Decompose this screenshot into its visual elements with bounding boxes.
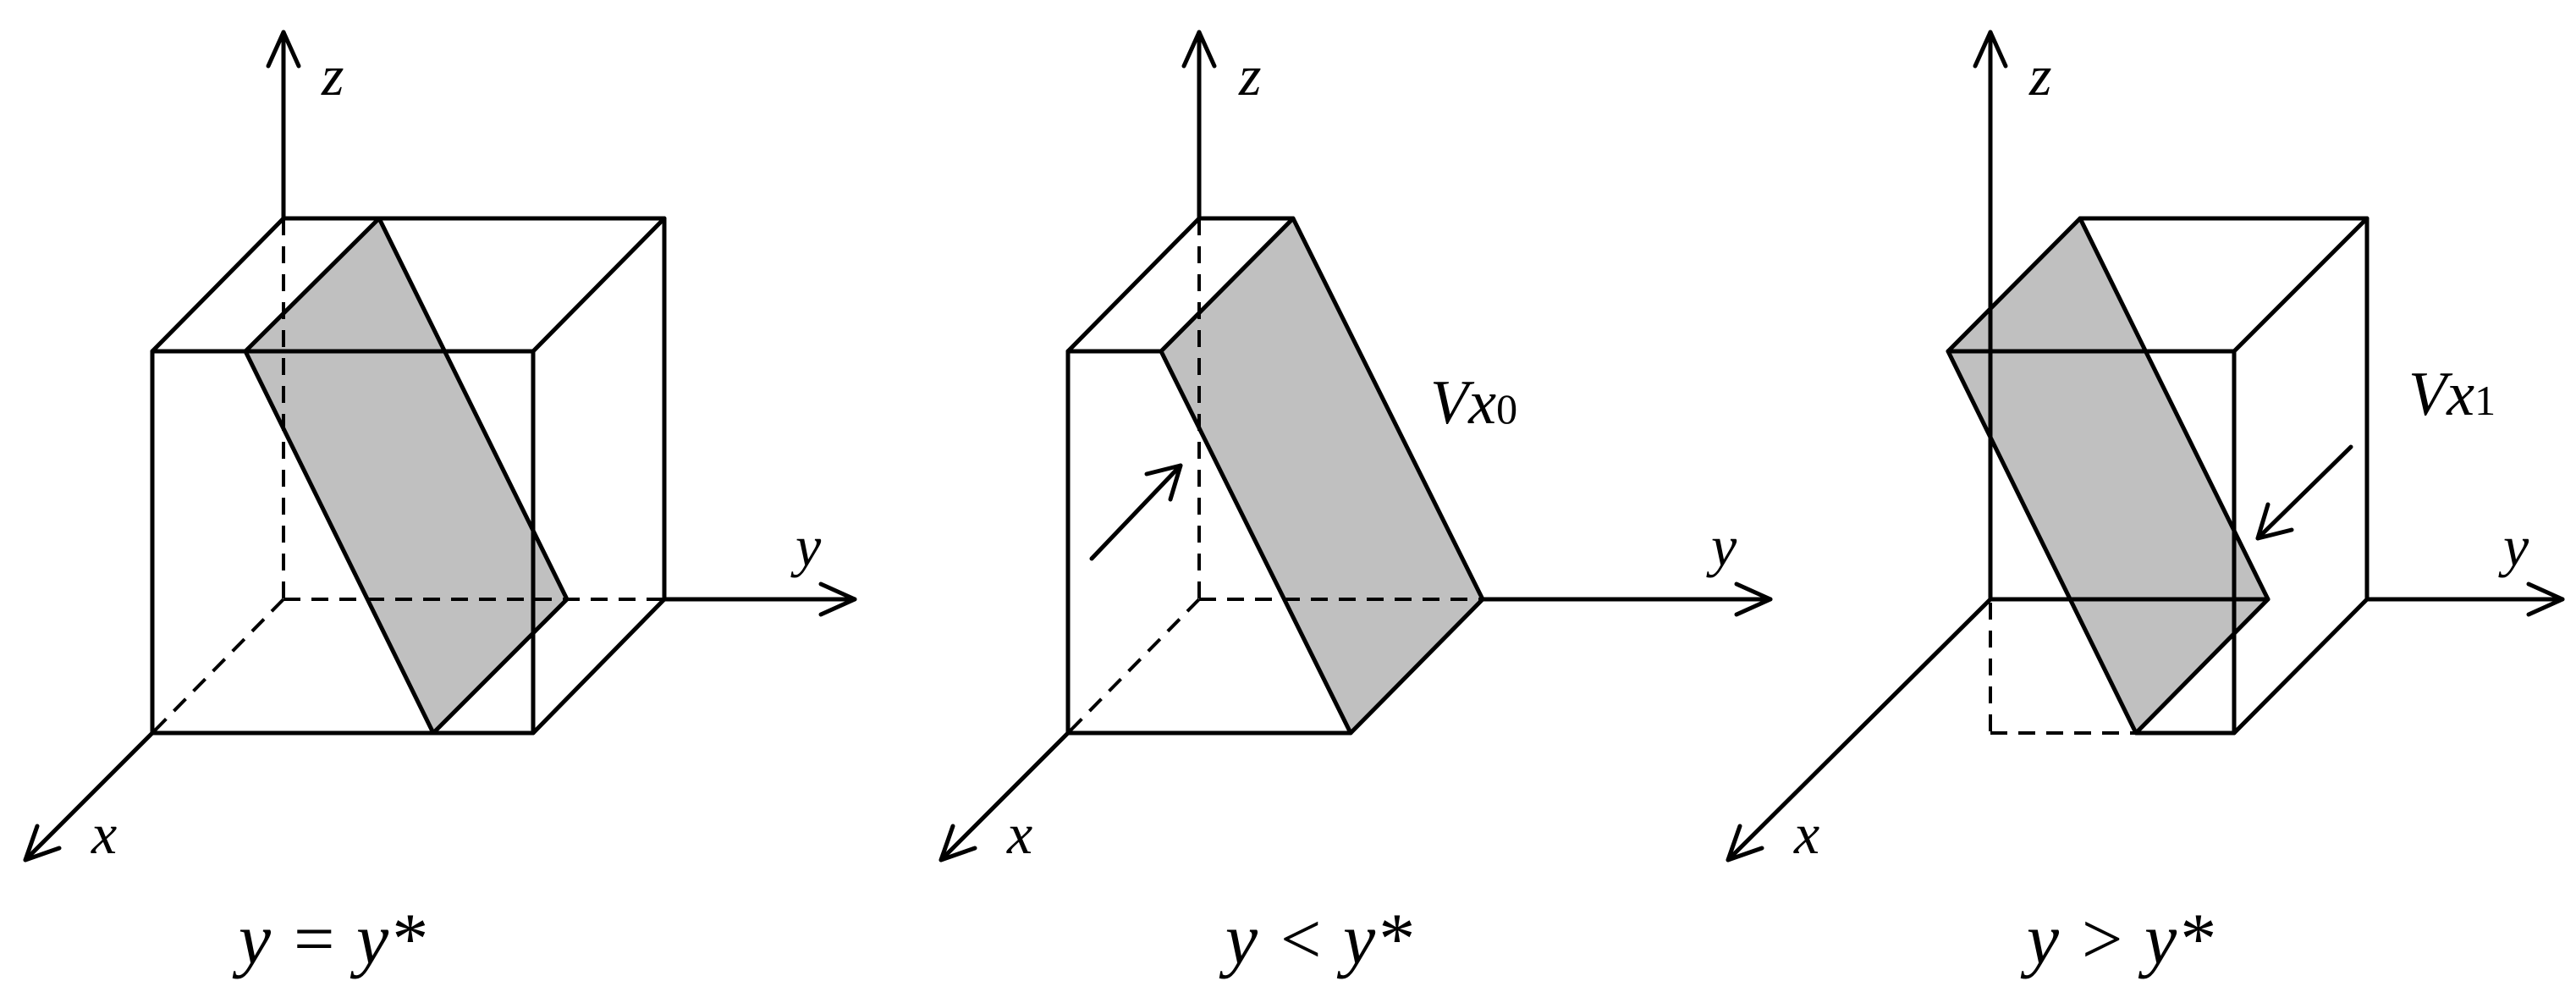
volume-label: Vx1 — [2408, 360, 2496, 429]
y-axis-arrowhead — [1734, 581, 1773, 617]
x-axis — [1726, 597, 1993, 862]
z-axis-label: z — [1238, 43, 1261, 107]
box-top-edges — [1946, 216, 2370, 354]
hidden-edge — [151, 598, 285, 735]
direction-arrow — [1089, 463, 1183, 561]
x-axis-arrowhead — [23, 824, 62, 862]
x-axis-label: x — [1793, 802, 1819, 866]
y-axis-arrowhead — [818, 581, 857, 617]
y-axis-arrowhead — [2526, 581, 2565, 617]
x-axis — [23, 730, 155, 862]
z-axis-arrowhead — [266, 30, 301, 69]
cutting-plane — [243, 216, 570, 736]
x-axis-label: x — [91, 802, 117, 866]
x-axis-arrowhead — [938, 824, 977, 862]
z-axis-arrowhead — [1181, 30, 1217, 69]
cutting-plane — [1946, 216, 2271, 736]
y-axis-label: y — [1706, 514, 1737, 578]
panel-equal: z y x y = y* — [23, 30, 857, 979]
volume-label-var: x — [2446, 360, 2474, 429]
volume-label-main: V — [2408, 360, 2453, 429]
direction-arrow — [2255, 444, 2353, 541]
y-axis-label: y — [2498, 514, 2529, 578]
panel-caption: y < y* — [1219, 898, 1412, 979]
x-axis-label: x — [1006, 802, 1032, 866]
y-axis-label: y — [790, 514, 822, 578]
panel-caption: y > y* — [2020, 898, 2213, 979]
volume-label: Vx0 — [1430, 368, 1517, 438]
panel-caption: y = y* — [232, 898, 425, 979]
volume-label-subscript: 0 — [1496, 385, 1517, 433]
panel-greater: z y x Vx1 y > y* — [1726, 30, 2565, 979]
box-right-edges — [2133, 216, 2370, 736]
x-axis-arrowhead — [1726, 824, 1764, 862]
x-axis — [938, 730, 1071, 862]
wedge-front-edges — [1065, 349, 1353, 736]
z-axis-label: z — [321, 43, 344, 107]
volume-label-subscript: 1 — [2474, 377, 2496, 424]
volume-label-var: x — [1467, 368, 1496, 438]
direction-arrowhead — [1144, 463, 1183, 502]
z-axis-arrowhead — [1973, 30, 2008, 69]
z-axis-label: z — [2028, 43, 2051, 107]
hidden-edge — [1066, 598, 1201, 735]
direction-arrowhead — [2255, 502, 2294, 541]
cutting-plane — [1159, 216, 1485, 736]
cube-right-edges — [531, 216, 667, 736]
volume-label-main: V — [1430, 368, 1475, 438]
panel-less: z y x Vx0 y < y* — [938, 30, 1773, 979]
cube-top-edges — [150, 216, 667, 354]
